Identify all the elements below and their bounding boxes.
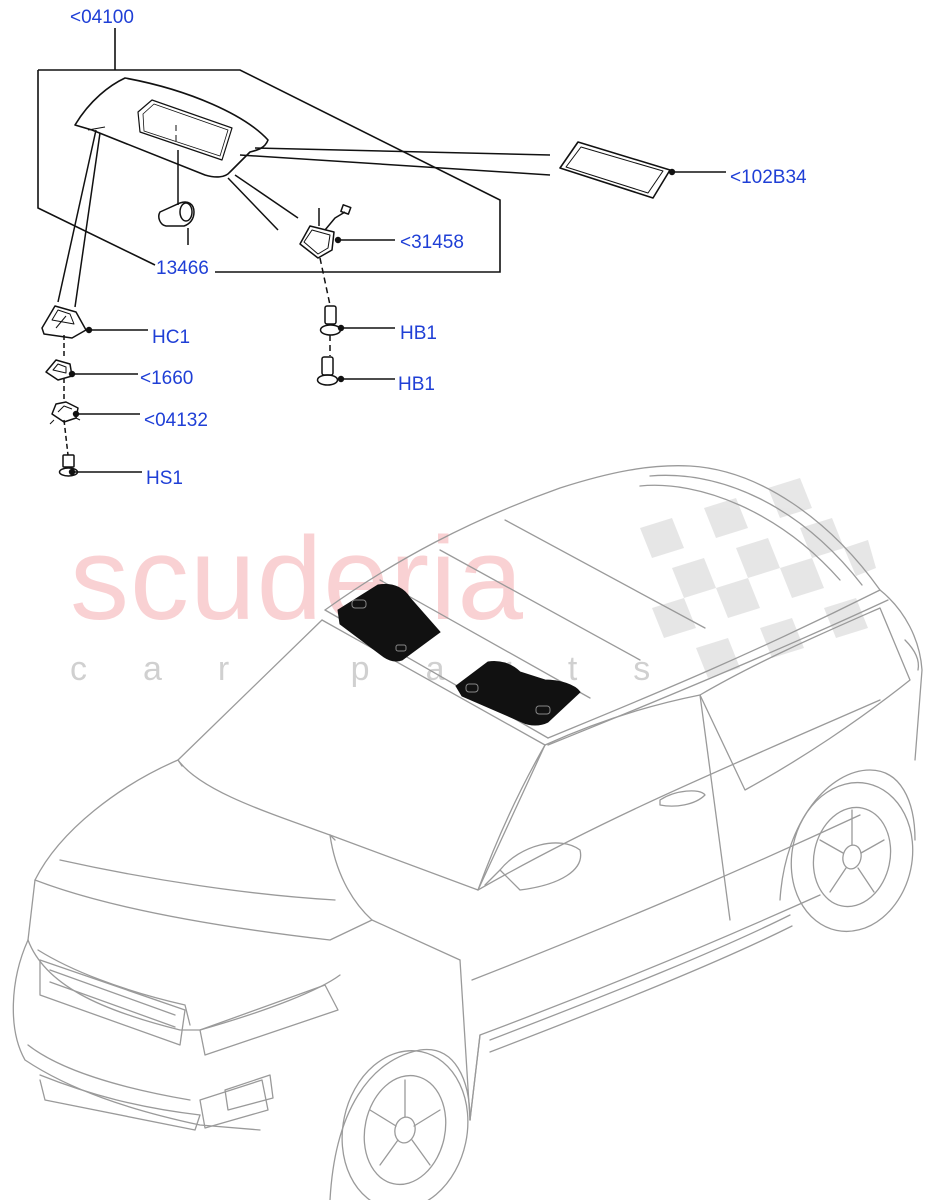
hinge-cover-part	[41, 305, 87, 339]
callout-102b34[interactable]: <102B34	[730, 167, 807, 188]
pivot-bracket-part	[49, 401, 81, 425]
callout-hb1-lower[interactable]: HB1	[398, 374, 435, 395]
sun-visor-part	[74, 77, 269, 178]
assembly-bracket-lines	[37, 28, 501, 273]
leader-lines	[57, 129, 726, 473]
callout-31458[interactable]: <31458	[400, 232, 464, 253]
roof-pad-front	[337, 583, 441, 662]
bolt-part-lower	[316, 356, 339, 386]
bolt-part-upper	[319, 305, 342, 336]
callout-hc1[interactable]: HC1	[152, 327, 191, 348]
vanity-mirror-cover-part	[559, 141, 671, 199]
screw-part	[58, 454, 79, 477]
escutcheon-part	[45, 359, 73, 381]
callout-hs1[interactable]: HS1	[146, 468, 183, 489]
checkered-flag-icon	[640, 478, 876, 678]
callout-04132[interactable]: <04132	[144, 410, 208, 431]
callout-hb1-upper[interactable]: HB1	[400, 323, 437, 344]
callout-04100[interactable]: <04100	[70, 7, 134, 28]
callout-13466[interactable]: 13466	[156, 258, 209, 279]
vehicle-outline	[12, 465, 923, 1200]
bulb-part	[158, 201, 195, 227]
callout-1660[interactable]: <1660	[140, 368, 194, 389]
visor-clip-part	[299, 204, 352, 259]
roof-pad-rear	[455, 661, 581, 726]
